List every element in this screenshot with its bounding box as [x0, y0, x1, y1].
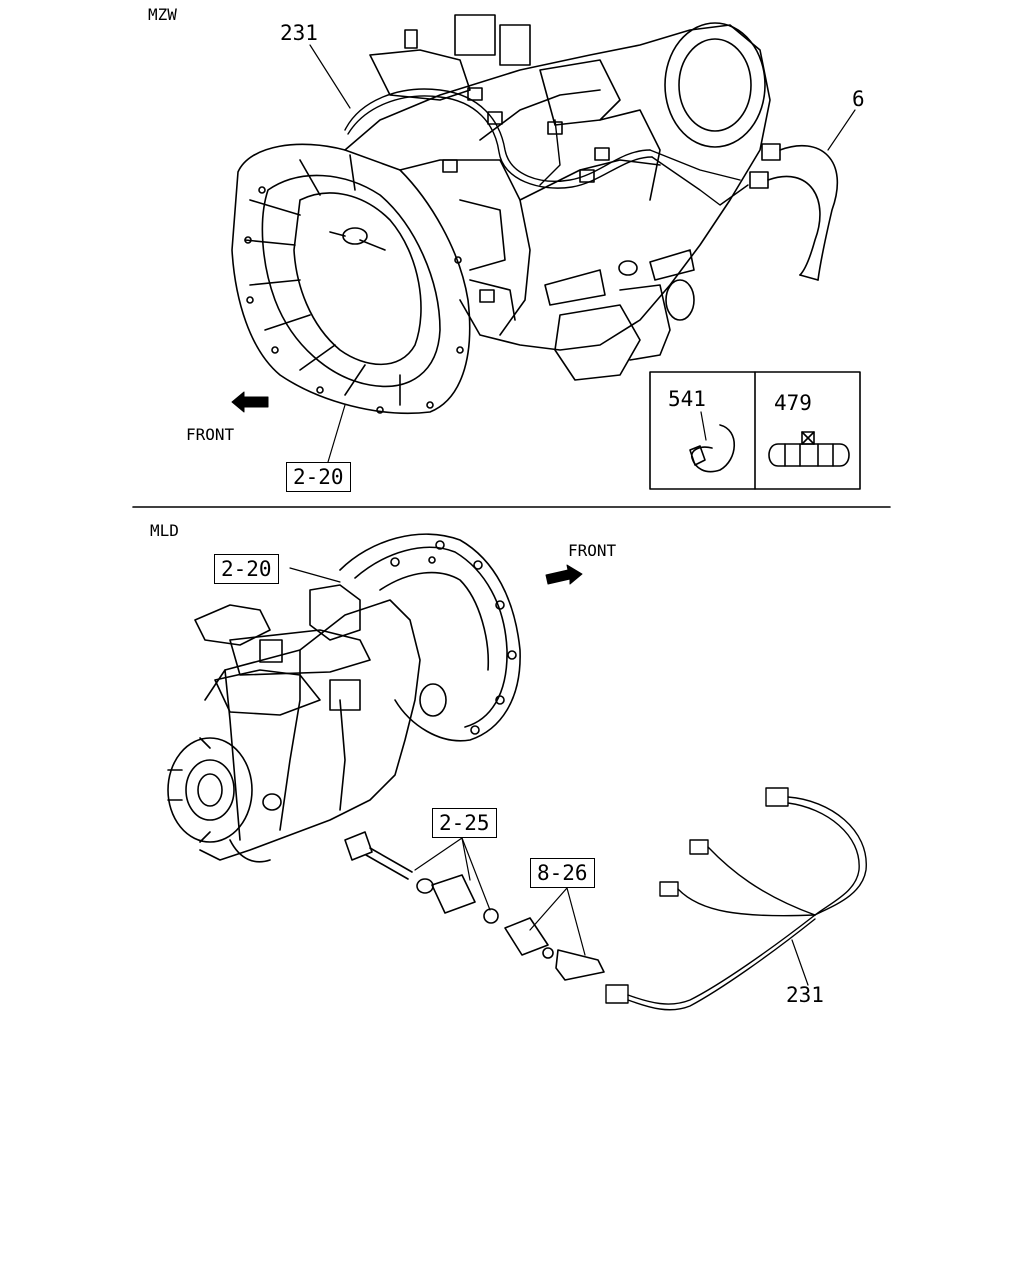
clip-541-icon	[689, 411, 735, 473]
callout-bottom-231: 231	[786, 983, 824, 1007]
callout-bottom-8-26: 8-26	[530, 858, 595, 888]
mzw-harness-231-drawing	[344, 88, 749, 206]
front-label-bottom: FRONT	[568, 541, 617, 560]
leader-bottom-2-25-a	[414, 837, 463, 871]
mld-transmission-drawing	[167, 533, 521, 863]
leader-bottom-231	[791, 939, 809, 986]
mld-harness-231-drawing	[605, 787, 867, 1011]
callout-bottom-2-20: 2-20	[214, 554, 279, 584]
switch-parts-drawing	[504, 917, 605, 981]
callout-top-231: 231	[280, 21, 318, 45]
callout-inset-479: 479	[774, 391, 812, 415]
model-label-mld: MLD	[150, 521, 179, 540]
front-arrow-bottom-icon	[545, 564, 583, 585]
leader-bottom-2-25-b	[461, 837, 471, 881]
grommet-479-icon	[768, 431, 850, 467]
mzw-connector-6-drawing	[749, 143, 838, 281]
leader-bottom-8-26-a	[529, 887, 568, 931]
leader-bottom-2-25-c	[461, 837, 491, 911]
callout-top-6: 6	[852, 87, 865, 111]
leader-bottom-8-26-b	[566, 887, 586, 956]
front-label-top: FRONT	[186, 425, 235, 444]
model-label-mzw: MZW	[148, 5, 177, 24]
leader-top-231	[309, 44, 351, 109]
leader-top-6	[827, 109, 856, 151]
mzw-transmission-drawing	[231, 14, 771, 415]
callout-top-2-20: 2-20	[286, 462, 351, 492]
callout-bottom-2-25: 2-25	[432, 808, 497, 838]
callout-inset-541: 541	[668, 387, 706, 411]
speed-sensor-parts-drawing	[344, 831, 499, 924]
inset-box	[649, 371, 861, 490]
leader-top-2-20	[327, 404, 346, 463]
leader-bottom-2-20	[289, 567, 341, 583]
front-arrow-top-icon	[231, 391, 269, 413]
